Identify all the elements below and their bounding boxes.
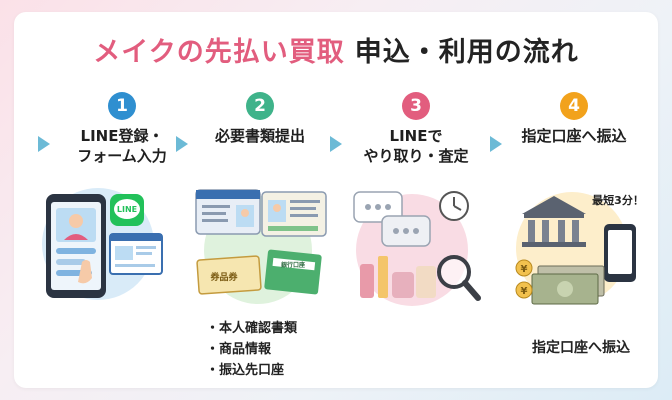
flow-arrow-icon [38,136,50,152]
cosmetic-bottle-icon [360,264,374,298]
yen-symbol: ¥ [521,264,528,275]
step-label-line: やり取り・査定 [363,147,469,165]
yen-coin-icon [515,259,533,277]
finger-icon [78,260,92,284]
step-4: 4 指定口座へ振込 [504,92,644,146]
bankbook-icon [264,249,322,295]
documents-illustration: 券品券 銀行口座 [195,189,327,304]
list-item: 商品情報 [206,339,297,360]
flow-arrow-icon [330,136,342,152]
step-3: 3 LINEで やり取り・査定 [346,92,486,166]
phone-line-illustration: LINE [42,188,163,300]
list-item: 本人確認書類 [206,318,297,339]
line-logo-text: LINE [117,205,137,214]
title-sub: 申込・利用の流れ [354,37,579,68]
step-label-line: 指定口座へ振込 [521,127,627,145]
step-label-line: LINE登録・ [80,127,164,145]
step-number-badge: 3 [402,92,430,120]
flow-arrow-icon [176,136,188,152]
ticket-text: 券品券 [209,271,238,283]
step-label-line: 必要書類提出 [214,127,305,145]
step-label-line: LINEで [389,127,443,145]
cosmetic-tube-icon [378,256,388,298]
step-number-badge: 1 [108,92,136,120]
cosmetic-jar-icon [392,272,414,298]
page-title: メイクの先払い買取申込・利用の流れ [0,30,672,69]
step-2: 2 必要書類提出 [190,92,330,146]
transfer-note: 指定口座へ振込 [532,340,630,356]
bank-transfer-illustration: 最短3分！ ¥ ¥ [515,192,644,305]
step-number-badge: 4 [560,92,588,120]
list-item: 振込先口座 [206,360,297,381]
step-number-badge: 2 [246,92,274,120]
step-label: 指定口座へ振込 [504,126,644,146]
required-documents-list: 本人確認書類 商品情報 振込先口座 [206,318,297,381]
magnifier-icon [437,255,471,289]
step-label: 必要書類提出 [190,126,330,146]
chat-appraisal-illustration [353,191,481,306]
flow-arrow-icon [490,136,502,152]
yen-coin-icon [515,281,533,299]
fastest-3min-badge: 最短3分！ [592,193,644,207]
bank-building-icon [522,196,586,214]
cosmetic-bottle-icon [416,266,436,298]
ticket-icon [196,255,262,295]
yen-symbol: ¥ [521,286,528,297]
step-label-line: フォーム入力 [77,147,167,165]
step-label: LINE登録・ フォーム入力 [52,126,192,166]
step-1: 1 LINE登録・ フォーム入力 [52,92,192,166]
step-label: LINEで やり取り・査定 [346,126,486,166]
title-main: メイクの先払い買取 [93,37,345,68]
bankbook-text: 銀行口座 [281,261,305,269]
